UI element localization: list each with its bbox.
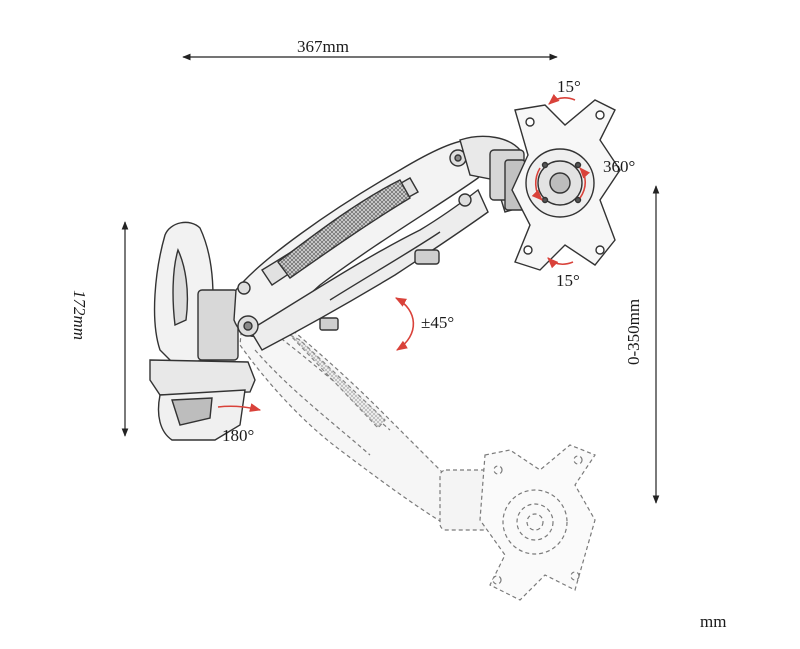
ghost-arm-lower bbox=[239, 288, 491, 531]
unit-label: mm bbox=[700, 612, 727, 631]
height-travel-label: 0-350mm bbox=[624, 298, 643, 365]
arm-tilt-angle-label: ±45° bbox=[421, 313, 455, 332]
upper-arm bbox=[233, 139, 489, 351]
rotation-angle-label: 360° bbox=[603, 157, 636, 176]
base-swivel-angle-label: 180° bbox=[222, 426, 255, 445]
width-dimension-label: 367mm bbox=[297, 37, 349, 56]
tilt-top-angle-label: 15° bbox=[557, 77, 581, 96]
tilt-bottom-angle-label: 15° bbox=[556, 271, 580, 290]
height-dimension-label: 172mm bbox=[70, 290, 89, 341]
ghost-vesa-plate bbox=[479, 444, 596, 601]
vesa-plate bbox=[511, 99, 621, 271]
rotation-arrows bbox=[217, 94, 591, 412]
wall-mount-base bbox=[149, 221, 256, 441]
